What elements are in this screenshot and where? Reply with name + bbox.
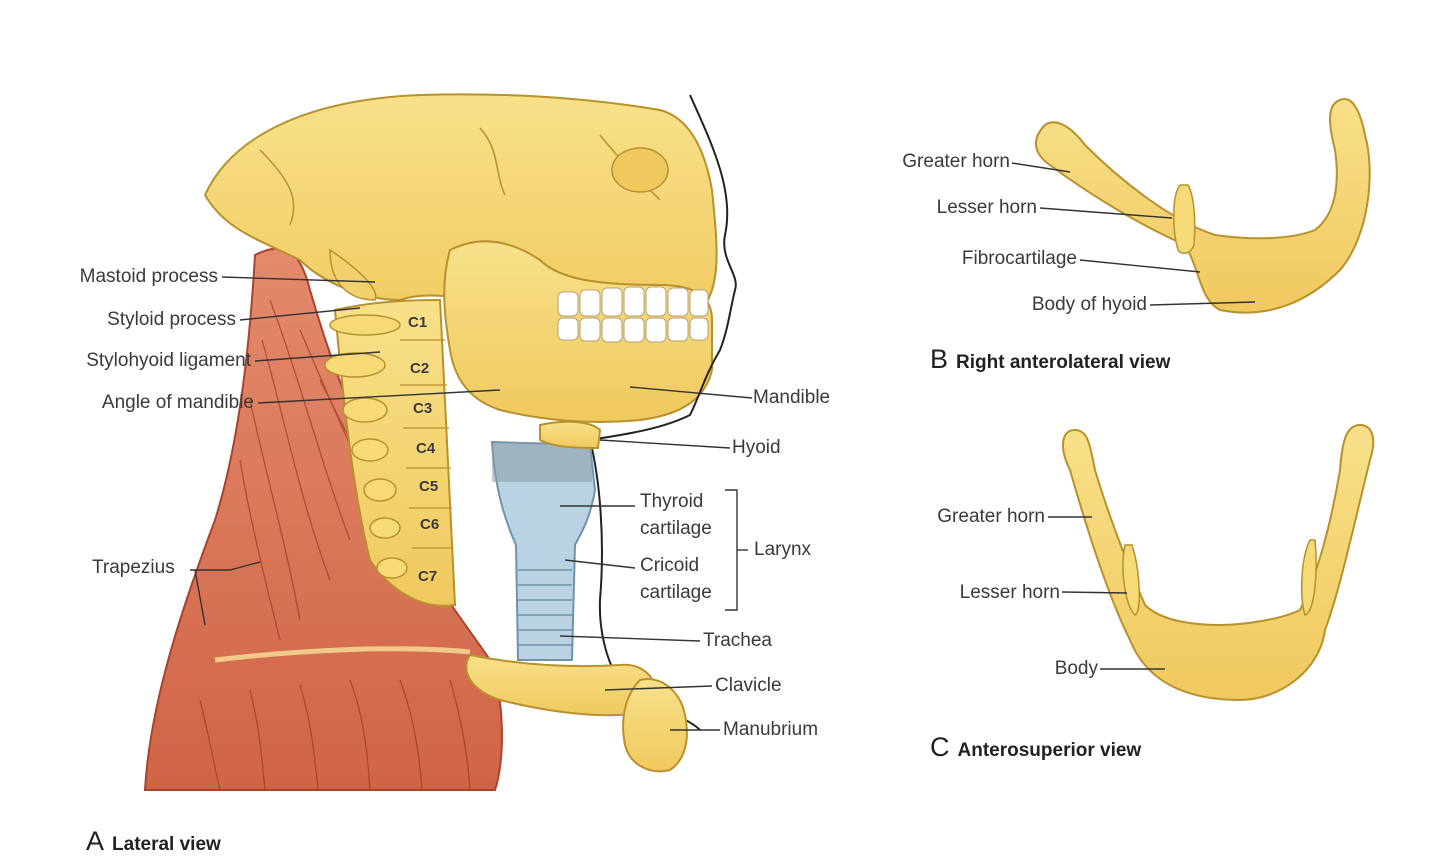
label-c-lesser-horn: Lesser horn [959, 582, 1060, 603]
label-mandible: Mandible [753, 387, 831, 408]
panel-letter-a: A [86, 826, 105, 856]
label-hyoid: Hyoid [732, 437, 781, 458]
label-c-greater-horn: Greater horn [937, 506, 1045, 527]
caption-text-c: Anterosuperior view [957, 740, 1142, 761]
vertebra-label-c3: C3 [413, 400, 433, 417]
trapezius-muscle [143, 247, 503, 791]
vertebra-label-c2: C2 [410, 360, 430, 377]
vertebra-label-c7: C7 [418, 568, 438, 585]
caption-panel-b: B Right anterolateral view [930, 344, 1170, 375]
hyoid-lateral [539, 420, 602, 450]
label-larynx: Larynx [754, 539, 812, 560]
label-b-greater-horn: Greater horn [902, 151, 1010, 172]
panel-letter-b: B [930, 344, 949, 374]
label-b-fibrocartilage: Fibrocartilage [961, 248, 1077, 269]
vertebra-label-c1: C1 [408, 314, 428, 331]
label-cricoid: Cricoid [640, 555, 700, 576]
larynx-trachea [490, 440, 597, 661]
label-styloid-process: Styloid process [107, 309, 236, 330]
label-mastoid-process: Mastoid process [79, 266, 218, 287]
label-b-body-of-hyoid: Body of hyoid [1031, 294, 1147, 315]
label-manubrium: Manubrium [723, 719, 819, 740]
label-thyroid: Thyroid [640, 491, 704, 512]
panel-letter-c: C [930, 732, 950, 762]
lesser-horn-c-left [1122, 544, 1141, 616]
vertebra-label-c5: C5 [419, 478, 439, 495]
label-trapezius: Trapezius [92, 557, 175, 578]
label-thyroid-cartilage: cartilage [640, 518, 712, 539]
label-cricoid-cartilage: cartilage [640, 582, 712, 603]
label-angle-of-mandible: Angle of mandible [101, 392, 254, 413]
label-c-body: Body [1054, 658, 1098, 679]
mandible [443, 240, 713, 423]
leader-lines [190, 162, 1256, 731]
vertebra-label-c6: C6 [420, 516, 440, 533]
caption-text-b: Right anterolateral view [956, 352, 1171, 373]
caption-text-a: Lateral view [112, 834, 221, 855]
label-clavicle: Clavicle [715, 675, 782, 696]
label-stylohyoid-ligament: Stylohyoid ligament [86, 350, 251, 371]
label-trachea: Trachea [703, 630, 772, 651]
lesser-horn-b-shape [1172, 184, 1196, 255]
manubrium-bone [622, 678, 688, 773]
label-b-lesser-horn: Lesser horn [936, 197, 1037, 218]
vertebra-label-c4: C4 [416, 440, 436, 457]
skull [203, 93, 718, 342]
hyoid-anterosuperior [1062, 423, 1375, 702]
cervical-spine [324, 298, 457, 607]
hyoid-anterolateral [1035, 98, 1371, 314]
lesser-horn-c-right [1300, 539, 1317, 616]
caption-panel-a: A Lateral view [86, 826, 221, 857]
caption-panel-c: C Anterosuperior view [930, 732, 1141, 763]
